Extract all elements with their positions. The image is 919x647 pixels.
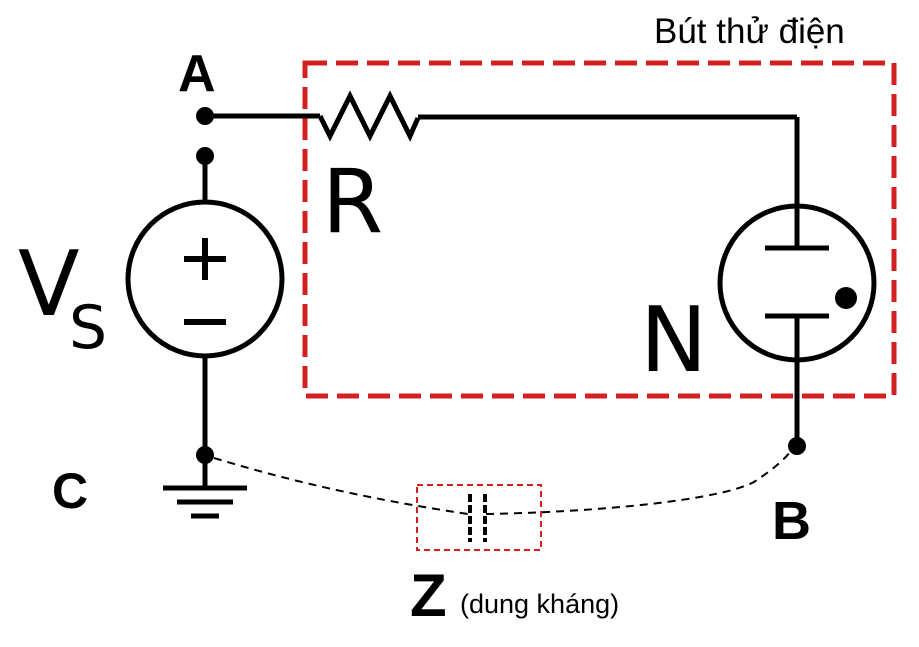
impedance-description: (dung kháng) (460, 589, 620, 619)
pen-tester-title: Bút thử điện (654, 12, 845, 51)
capacitance-z-box (416, 484, 542, 551)
resistor-label: R (322, 150, 384, 253)
source-label-subscript: S (69, 293, 108, 363)
node-a-dot (196, 107, 214, 125)
node-label-b: B (772, 491, 811, 551)
node-b-dot (788, 437, 806, 455)
node-c-dot (196, 446, 214, 464)
source-label-v: V (18, 232, 80, 337)
node-label-c: C (52, 463, 89, 519)
lamp-gas-dot (835, 287, 857, 309)
impedance-label-z: Z (410, 562, 447, 629)
node-label-a: A (178, 45, 216, 103)
resistor-r (317, 90, 421, 142)
pen-tester-box (302, 60, 897, 399)
dashed-path-c-to-z (213, 457, 469, 515)
lamp-label: N (640, 288, 708, 393)
dashed-path-z-to-b (485, 451, 791, 515)
